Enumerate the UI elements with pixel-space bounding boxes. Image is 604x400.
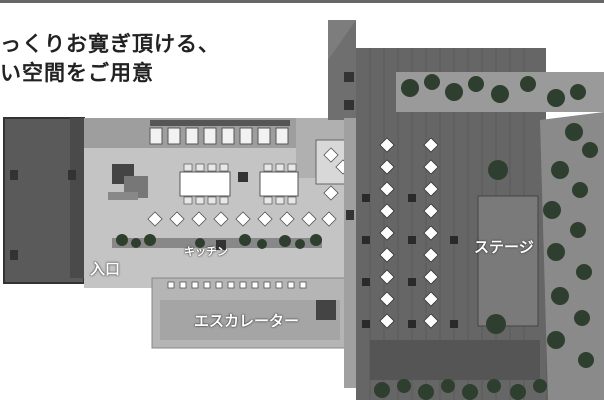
- hall-tables: [379, 137, 439, 329]
- label-escalator: エスカレーター: [194, 312, 300, 330]
- plants: [374, 74, 598, 400]
- kitchen-plants: [116, 234, 322, 249]
- headline: っくりお寛ぎ頂ける、 い空間をご用意: [0, 30, 220, 88]
- top-border: [0, 0, 604, 3]
- label-entrance: 入口: [90, 260, 121, 278]
- headline-line-2: い空間をご用意: [0, 61, 154, 85]
- label-kitchen: キッチン: [184, 245, 228, 258]
- label-stage: ステージ: [474, 238, 534, 256]
- window-row: [149, 127, 289, 145]
- stage: [477, 195, 539, 327]
- small-tables: [147, 147, 351, 227]
- headline-line-1: っくりお寛ぎ頂ける、: [0, 32, 220, 56]
